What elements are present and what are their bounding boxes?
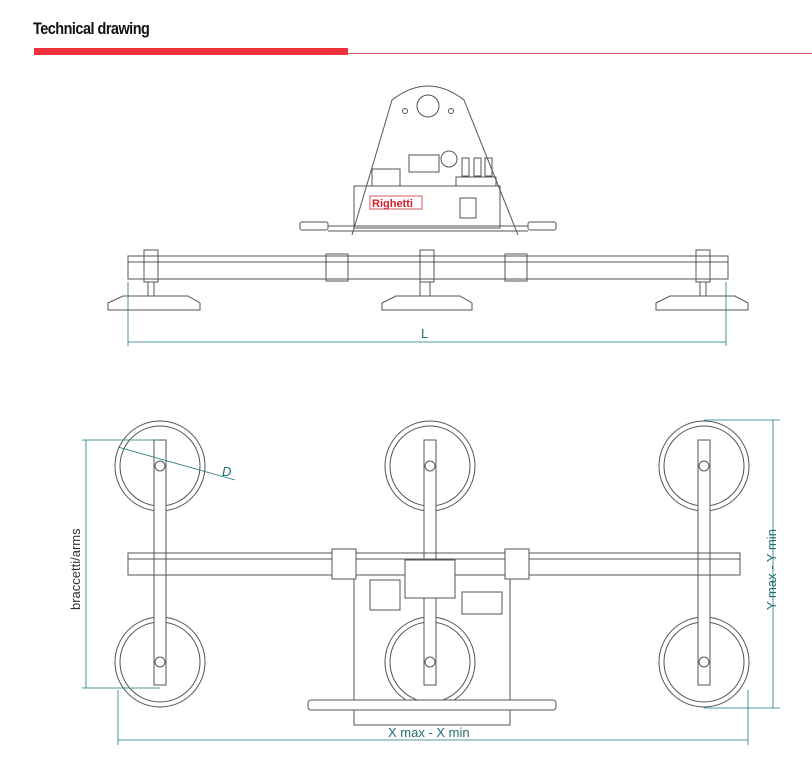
control-box — [353, 185, 501, 229]
bottom-handle — [307, 699, 557, 711]
arms — [153, 439, 711, 686]
logo: Righetti — [369, 195, 423, 210]
lifting-plate — [351, 85, 519, 236]
svg-text:Righetti: Righetti — [372, 198, 413, 210]
title-underline-accent — [34, 48, 348, 55]
dimension-l — [127, 282, 727, 346]
side-view — [107, 85, 749, 311]
dimension-l-label: L — [421, 326, 428, 341]
y-range-label: Y max - Y min — [764, 529, 779, 610]
top-view — [114, 420, 750, 726]
dimension-lines — [82, 419, 780, 745]
side-pads — [107, 249, 749, 311]
diameter-label: D — [222, 464, 231, 479]
x-range-label: X max - X min — [388, 725, 470, 740]
section-title: Technical drawing — [33, 19, 150, 38]
arms-label: braccetti/arms — [68, 528, 83, 610]
title-underline — [348, 53, 812, 54]
side-beam — [127, 255, 729, 280]
